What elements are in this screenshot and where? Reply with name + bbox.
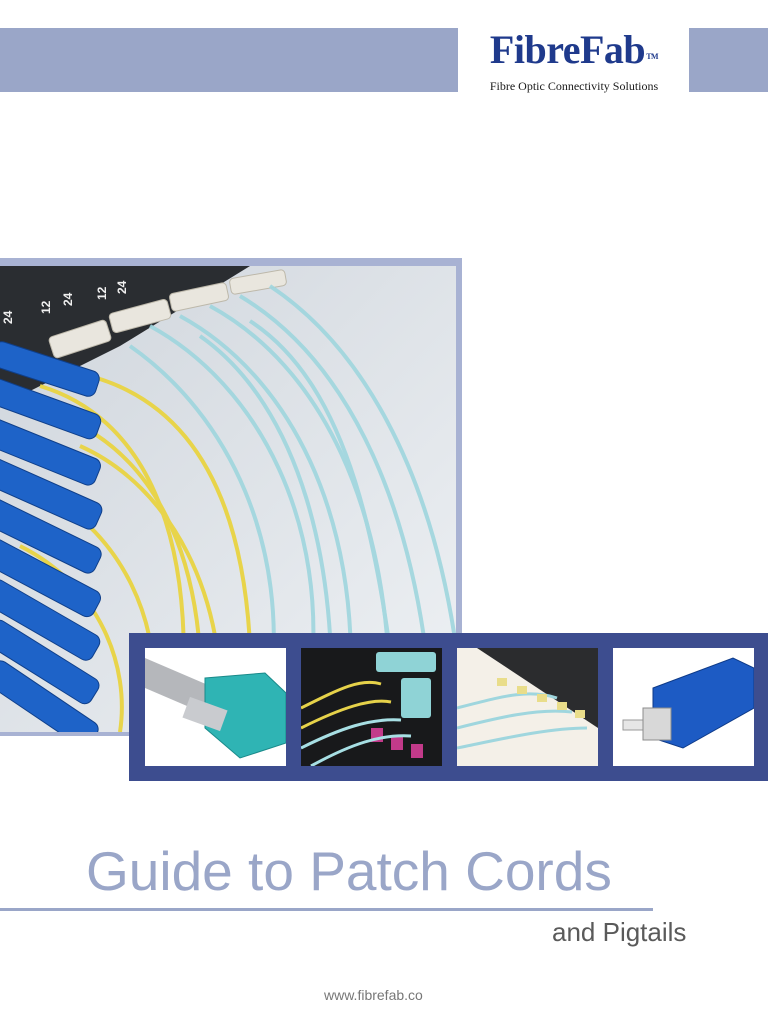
trademark-mark: TM [646,52,659,61]
lc-connector-photo [145,648,286,766]
port-label: 24 [115,280,129,294]
brand-logo: FibreFabTM Fibre Optic Connectivity Solu… [466,27,682,94]
sc-connector-photo [613,648,754,766]
document-subtitle: and Pigtails [552,917,687,947]
mtp-cassette-photo [301,648,442,766]
port-label: 24 [1,310,15,324]
document-title: Guide to Patch Cords [86,840,612,902]
header-band-left [0,28,458,92]
patch-panel-photo [457,648,598,766]
port-label: 12 [39,300,53,314]
brand-name: FibreFabTM [489,27,659,72]
port-label: 24 [61,292,75,306]
brand-tagline: Fibre Optic Connectivity Solutions [489,79,659,93]
title-underline [0,908,653,911]
port-label: 12 [95,286,109,300]
website-url: www.fibrefab.co [324,987,423,1003]
header-band-right [689,28,768,92]
fibre-patch-panel-photo: 24 12 24 12 24 [0,266,456,732]
